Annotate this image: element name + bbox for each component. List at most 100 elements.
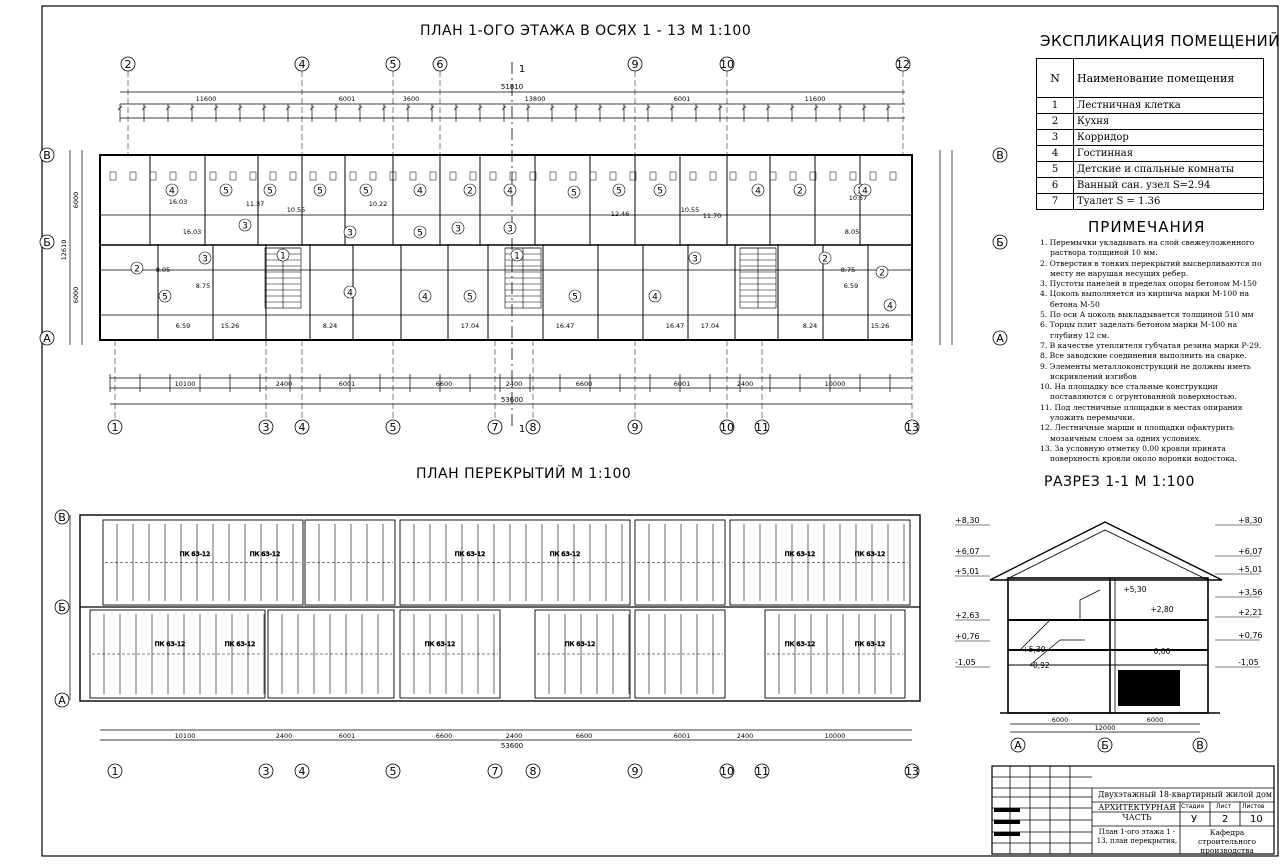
axis-row-right-В-circle (992, 147, 1008, 163)
axis-bottom-13-circle (904, 419, 920, 435)
stamp-stage: У (1191, 814, 1198, 825)
row-name: Детские и спальные комнаты (1073, 161, 1264, 178)
room-number-3: 3 (455, 225, 461, 235)
axis-bottom-11: 11 (755, 421, 769, 434)
axis-row-left-Б: Б (43, 236, 51, 249)
room-labels: 455554245554233133313325445254424516.031… (130, 183, 897, 330)
room-number-3: 3 (242, 222, 248, 232)
stamp-stage-label: Стадия (1181, 803, 1205, 810)
room-area: 15.26 (221, 322, 240, 330)
dim-bottom-seg: 2400 (276, 380, 293, 388)
slab-row-А-circle (54, 692, 70, 708)
slab-dim-seg: 2400 (276, 732, 293, 740)
row-name: Корридор (1073, 129, 1264, 146)
room-area: 6.59 (176, 322, 190, 330)
slab-axis-5-circle (385, 763, 401, 779)
slab-mark: ПК 63-12 (855, 640, 885, 648)
note-item: 7. В качестве утеплителя губчатая резина… (1040, 340, 1262, 350)
room-number-5: 5 (267, 187, 273, 197)
room-area: 8.05 (156, 266, 170, 274)
slab-axis-8-circle (525, 763, 541, 779)
section-dim-seg: 6000 (1052, 716, 1069, 724)
slab-mark: ПК 63-12 (550, 550, 580, 558)
axis-row-left-В: В (43, 149, 51, 162)
section-dim-seg: 6000 (1147, 716, 1164, 724)
slab-row-Б: Б (58, 601, 66, 614)
slab-dim-seg: 6001 (674, 732, 691, 740)
level-right: +5,01 (1238, 565, 1263, 574)
slab-mark: ПК 63-12 (455, 550, 485, 558)
room-number-5: 5 (363, 187, 369, 197)
plan-dimension-ticks (109, 104, 891, 392)
dim-top-seg: 11600 (805, 95, 826, 103)
explication-header-n: N (1036, 58, 1074, 98)
room-number-4: 4 (169, 187, 175, 197)
note-item: 4. Цоколь выполняется из кирпича марки М… (1040, 289, 1250, 309)
slab-mark: ПК 63-12 (225, 640, 255, 648)
slab-dim-seg: 10000 (825, 732, 846, 740)
slab-mark: ПК 63-12 (565, 640, 595, 648)
cut-mark-bottom: 1 (519, 424, 525, 435)
note-item: 10. На площадку все стальные конструкции… (1040, 382, 1237, 402)
dim-top-seg: 11600 (196, 95, 217, 103)
room-number-4: 4 (887, 302, 893, 312)
room-number-3: 3 (507, 225, 513, 235)
room-area: 10.55 (681, 206, 700, 214)
dim-bottom-seg: 10000 (825, 380, 846, 388)
dim-top-seg: 6001 (339, 95, 356, 103)
room-number-4: 4 (507, 187, 513, 197)
level-right: +3,56 (1238, 588, 1263, 597)
slab-axis-10: 10 (720, 765, 734, 778)
sheet-frame (41, 5, 1279, 857)
note-item: 2. Отверстия в тонких перекрытий высверл… (1040, 258, 1262, 278)
slab-axis-3: 3 (263, 765, 270, 778)
slab-axis-1: 1 (112, 765, 119, 778)
room-area: 8.24 (323, 322, 337, 330)
slab-axis-11-circle (754, 763, 770, 779)
room-area: 16.03 (183, 228, 202, 236)
level-inner: +5,30 (1124, 585, 1147, 594)
row-n: 6 (1036, 177, 1074, 194)
level-right: +0,76 (1238, 631, 1263, 640)
stamp-sheet-title: План 1-ого этажа 1 - 13, план перекрытия… (1096, 828, 1178, 845)
level-inner: +2,80 (1151, 605, 1174, 614)
room-area: 17.04 (701, 322, 720, 330)
notes-title: ПРИМЕЧАНИЯ (1088, 218, 1206, 236)
slab-axis-8: 8 (530, 765, 537, 778)
level-right: +6,07 (1238, 547, 1263, 556)
level-inner: +5,30 (1023, 645, 1046, 654)
dim-bottom-total: 53600 (501, 396, 523, 404)
room-number-4: 4 (417, 187, 423, 197)
row-n: 1 (1036, 97, 1074, 114)
plan-title: ПЛАН 1-ОГО ЭТАЖА В ОСЯХ 1 - 13 М 1:100 (420, 23, 752, 39)
axis-top-4: 4 (299, 58, 306, 71)
section-axis-В-circle (1192, 737, 1208, 753)
axis-bottom-7: 7 (492, 421, 499, 434)
axis-bottom-4-circle (294, 419, 310, 435)
slab-axis-13-circle (904, 763, 920, 779)
room-number-2: 2 (797, 187, 803, 197)
dim-top-total: 51810 (501, 83, 523, 91)
room-number-2: 2 (134, 265, 140, 275)
room-area: 16.03 (169, 198, 188, 206)
plan-stairwells (264, 247, 777, 309)
slab-row-В-circle (54, 509, 70, 525)
section-axis-А-circle (1010, 737, 1026, 753)
slab-axis-9: 9 (632, 765, 639, 778)
room-number-5: 5 (616, 187, 622, 197)
dim-bottom-seg: 2400 (506, 380, 523, 388)
section-level-marks: +8,30+6,07+5,01+2,63+0,76-1,05+8,30+6,07… (955, 516, 1263, 670)
slab-axis-13: 13 (905, 765, 919, 778)
axis-bottom-1-circle (107, 419, 123, 435)
room-number-2: 2 (467, 187, 473, 197)
slab-dim-seg: 10100 (175, 732, 196, 740)
stamp-grid (991, 765, 1275, 855)
level-right: +8,30 (1238, 516, 1263, 525)
slab-mark: ПК 63-12 (250, 550, 280, 558)
axis-row-right-Б-circle (992, 234, 1008, 250)
axis-bottom-9: 9 (632, 421, 639, 434)
room-number-3: 3 (202, 255, 208, 265)
